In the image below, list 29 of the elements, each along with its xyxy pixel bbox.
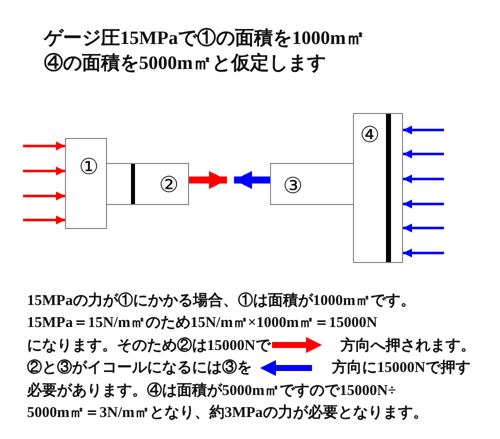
- explanation-text: 5000m㎡＝3N/m㎡となり、約3MPaの力が必要となります。: [27, 403, 428, 422]
- part-number: ②: [159, 174, 179, 196]
- pressure-arrow: [403, 248, 444, 258]
- explanation-text: 方向へ押されます。: [340, 336, 476, 354]
- part-number: ④: [360, 124, 380, 146]
- explanation-text: ②と③がイコールになるには③を: [27, 358, 252, 377]
- cylinder-box: [353, 113, 403, 263]
- force-arrow: [189, 171, 227, 189]
- pressure-arrow: [23, 166, 65, 176]
- pressure-arrow: [23, 192, 65, 200]
- pressure-arrow: [403, 126, 444, 134]
- heading: ゲージ圧15MPaで①の面積を1000m㎡④の面積を5000m㎡と仮定します: [44, 27, 366, 76]
- explanation-text: 必要があります。④は面積が5000m㎡ですので15000N÷: [27, 381, 396, 400]
- pressure-arrow: [23, 142, 65, 150]
- explanation-text: 方向に15000Nで押す: [332, 358, 470, 377]
- cylinder-box: [65, 138, 107, 229]
- pressure-arrow: [403, 150, 444, 158]
- part-number: ③: [283, 175, 303, 197]
- pressure-arrow: [23, 216, 65, 224]
- cylinder-box: [106, 163, 189, 205]
- explanation-text: 15MPaの力が①にかかる場合、①は面積が1000m㎡です。: [27, 291, 416, 310]
- explanation-text: になります。そのため②は15000Nで: [27, 336, 270, 354]
- part-number: ①: [79, 156, 99, 178]
- force-arrow: [234, 171, 270, 189]
- pressure-arrow: [403, 224, 444, 232]
- cylinder-box: [270, 163, 354, 205]
- pressure-arrow: [403, 200, 444, 208]
- pressure-arrow: [403, 174, 444, 184]
- explanation-text: 15MPa＝15N/m㎡のため15N/m㎡×1000m㎡＝15000N: [27, 314, 378, 332]
